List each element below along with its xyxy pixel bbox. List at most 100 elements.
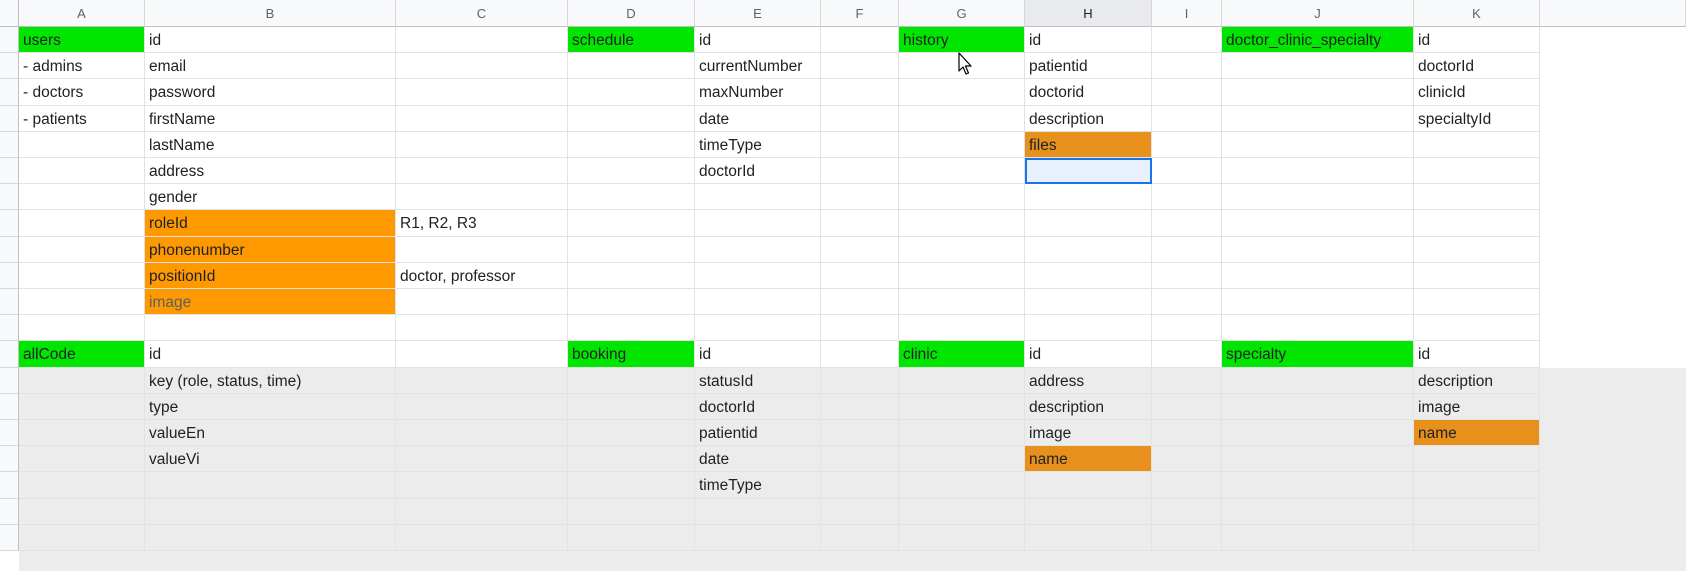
grid-cell[interactable]: [1222, 236, 1414, 263]
grid-cell[interactable]: [695, 498, 821, 525]
grid-cell[interactable]: [1222, 262, 1414, 289]
cell-e4[interactable]: date: [695, 105, 821, 132]
grid-cell[interactable]: [1222, 367, 1414, 394]
grid-cell[interactable]: [1152, 341, 1222, 368]
cell-h4[interactable]: description: [1025, 105, 1152, 132]
grid-cell[interactable]: [821, 393, 899, 420]
grid-cell[interactable]: [19, 367, 145, 394]
cell-k13[interactable]: id: [1414, 341, 1540, 368]
grid-cell[interactable]: [396, 289, 568, 316]
grid-cell[interactable]: [568, 236, 695, 263]
grid-cell[interactable]: [1222, 315, 1414, 342]
grid-cell[interactable]: [821, 315, 899, 342]
grid-cell[interactable]: [1222, 524, 1414, 551]
cell-k16[interactable]: name: [1414, 420, 1540, 447]
grid-cell[interactable]: [1414, 262, 1540, 289]
grid-cell[interactable]: [695, 236, 821, 263]
cell-e2[interactable]: currentNumber: [695, 53, 821, 80]
grid-cell[interactable]: [19, 236, 145, 263]
grid-cell[interactable]: [568, 158, 695, 185]
grid-cell[interactable]: [1222, 53, 1414, 80]
cell-g13[interactable]: clinic: [899, 341, 1025, 368]
grid-cell[interactable]: [1222, 184, 1414, 211]
column-header-f[interactable]: F: [821, 0, 899, 27]
grid-cell[interactable]: [1414, 210, 1540, 237]
grid-cell[interactable]: [821, 341, 899, 368]
active-cell-selection[interactable]: [1025, 158, 1152, 185]
grid-cell[interactable]: [1152, 420, 1222, 447]
grid-cell[interactable]: [821, 131, 899, 158]
row-header[interactable]: [0, 158, 19, 185]
cell-b15[interactable]: type: [145, 393, 396, 420]
cell-a3[interactable]: - doctors: [19, 79, 145, 106]
grid-cell[interactable]: [821, 53, 899, 80]
grid-cell[interactable]: [396, 105, 568, 132]
grid-cell[interactable]: [568, 472, 695, 499]
grid-cell[interactable]: [568, 184, 695, 211]
grid-cell[interactable]: [19, 315, 145, 342]
grid-cell[interactable]: [396, 79, 568, 106]
cell-h17[interactable]: name: [1025, 446, 1152, 473]
cell-h3[interactable]: doctorid: [1025, 79, 1152, 106]
grid-cell[interactable]: [1152, 367, 1222, 394]
cell-b5[interactable]: lastName: [145, 131, 396, 158]
grid-cell[interactable]: [899, 158, 1025, 185]
grid-cell[interactable]: [821, 27, 899, 54]
cell-a4[interactable]: - patients: [19, 105, 145, 132]
grid-cell[interactable]: [821, 184, 899, 211]
grid-cell[interactable]: [19, 158, 145, 185]
grid-cell[interactable]: [1025, 262, 1152, 289]
grid-cell[interactable]: [1152, 446, 1222, 473]
grid-cell[interactable]: [1025, 472, 1152, 499]
grid-cell[interactable]: [1222, 131, 1414, 158]
grid-cell[interactable]: [1152, 210, 1222, 237]
grid-cell[interactable]: [145, 315, 396, 342]
grid-cell[interactable]: [1222, 79, 1414, 106]
grid-cell[interactable]: [568, 393, 695, 420]
grid-cell[interactable]: [568, 210, 695, 237]
grid-cell[interactable]: [1152, 393, 1222, 420]
grid-cell[interactable]: [821, 79, 899, 106]
grid-cell[interactable]: [145, 524, 396, 551]
row-header[interactable]: [0, 420, 19, 447]
cell-d1[interactable]: schedule: [568, 27, 695, 54]
grid-cell[interactable]: [1152, 289, 1222, 316]
cell-c10[interactable]: doctor, professor: [396, 262, 568, 289]
grid-cell[interactable]: [1222, 210, 1414, 237]
column-header-c[interactable]: C: [396, 0, 568, 27]
cell-k1[interactable]: id: [1414, 27, 1540, 54]
cell-b1[interactable]: id: [145, 27, 396, 54]
cell-e13[interactable]: id: [695, 341, 821, 368]
grid-cell[interactable]: [1414, 236, 1540, 263]
grid-cell[interactable]: [396, 341, 568, 368]
row-header[interactable]: [0, 184, 19, 211]
grid-cell[interactable]: [396, 184, 568, 211]
grid-cell[interactable]: [1414, 158, 1540, 185]
grid-cell[interactable]: [1152, 105, 1222, 132]
grid-cell[interactable]: [1152, 131, 1222, 158]
grid-cell[interactable]: [1152, 236, 1222, 263]
grid-cell[interactable]: [1414, 498, 1540, 525]
row-header[interactable]: [0, 262, 19, 289]
grid-cell[interactable]: [568, 105, 695, 132]
grid-cell[interactable]: [1025, 498, 1152, 525]
cell-k3[interactable]: clinicId: [1414, 79, 1540, 106]
grid-cell[interactable]: [1222, 498, 1414, 525]
cell-b6[interactable]: address: [145, 158, 396, 185]
grid-cell[interactable]: [899, 498, 1025, 525]
column-header-a[interactable]: A: [19, 0, 145, 27]
grid-cell[interactable]: [899, 236, 1025, 263]
cell-e16[interactable]: patientid: [695, 420, 821, 447]
grid-cell[interactable]: [396, 393, 568, 420]
cell-j13[interactable]: specialty: [1222, 341, 1414, 368]
cell-b8[interactable]: roleId: [145, 210, 396, 237]
grid-cell[interactable]: [821, 158, 899, 185]
grid-cell[interactable]: [396, 53, 568, 80]
cell-h14[interactable]: address: [1025, 367, 1152, 394]
grid-cell[interactable]: [899, 524, 1025, 551]
grid-cell[interactable]: [1414, 315, 1540, 342]
grid-cell[interactable]: [568, 524, 695, 551]
grid-cell[interactable]: [19, 184, 145, 211]
grid-cell[interactable]: [1152, 472, 1222, 499]
grid-cell[interactable]: [396, 472, 568, 499]
